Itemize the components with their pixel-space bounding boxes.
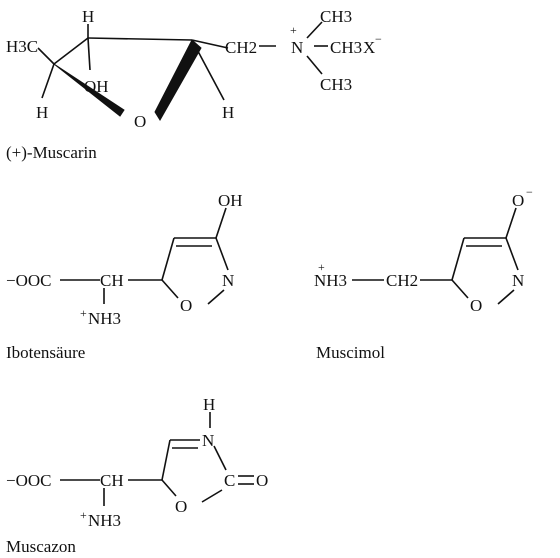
atom-label: O <box>470 296 482 315</box>
atom-label: OH <box>218 191 243 210</box>
atom-label: CH3 <box>320 7 352 26</box>
bond <box>215 237 229 271</box>
atom-label: H <box>203 395 215 414</box>
atom-label: CH2 <box>386 271 418 290</box>
atom-label: H <box>222 103 234 122</box>
atom-label: H3C <box>6 37 38 56</box>
atom-label: H <box>36 103 48 122</box>
atom-label: N <box>512 271 524 290</box>
atom-label: CH <box>100 471 124 490</box>
atom-label: −OOC <box>6 471 51 490</box>
bond <box>161 279 179 299</box>
atom-label: NH3 <box>314 271 347 290</box>
atom-label: H <box>82 7 94 26</box>
atom-label: O <box>256 471 268 490</box>
atom-label: O <box>175 497 187 516</box>
bond <box>213 445 227 471</box>
bond <box>87 37 91 71</box>
charge-label: + <box>80 508 87 522</box>
compound-name-muscimol: Muscimol <box>316 343 385 362</box>
bond <box>306 55 323 75</box>
charge-label: − <box>526 185 533 199</box>
atom-label: CH3 <box>330 38 362 57</box>
bond <box>451 237 465 281</box>
bond <box>37 47 55 65</box>
atom-label: X <box>363 38 375 57</box>
bond <box>87 37 193 41</box>
ibotensaeure-structure: −OOC CH + NH3 OH O N Ibotensäure <box>6 191 243 362</box>
bond <box>161 237 175 281</box>
atom-label: O <box>134 112 146 131</box>
atom-label: NH3 <box>88 309 121 328</box>
bond <box>505 207 517 239</box>
muscazon-structure: −OOC CH + NH3 H N O C O Muscazon <box>6 395 268 556</box>
charge-label: + <box>290 23 297 37</box>
atom-label: N <box>291 38 303 57</box>
compound-name-muscazon: Muscazon <box>6 537 76 556</box>
charge-label: + <box>80 306 87 320</box>
atom-label: CH3 <box>320 75 352 94</box>
atom-label: C <box>224 471 235 490</box>
muscimol-structure: + NH3 CH2 O − O N Muscimol <box>314 185 533 362</box>
atom-label: CH <box>100 271 124 290</box>
atom-label: −OOC <box>6 271 51 290</box>
atom-label: N <box>202 431 214 450</box>
bond <box>306 21 323 39</box>
compound-name-ibotensaeure: Ibotensäure <box>6 343 85 362</box>
atom-label: N <box>222 271 234 290</box>
bond <box>207 289 225 305</box>
wedge-bond <box>53 63 125 117</box>
bond <box>161 479 177 497</box>
bond <box>215 207 227 239</box>
compound-name-muscarin: (+)-Muscarin <box>6 143 97 162</box>
atom-label: O <box>512 191 524 210</box>
charge-label: + <box>318 260 325 274</box>
charge-label: − <box>375 32 382 46</box>
atom-label: NH3 <box>88 511 121 530</box>
bond <box>41 63 55 99</box>
bond <box>505 237 519 271</box>
muscarin-structure: H3C H OH H O H CH2 + N CH3 CH3 X − CH3 (… <box>6 7 382 162</box>
bond <box>201 489 223 503</box>
bond <box>451 279 469 299</box>
bond <box>53 37 89 65</box>
atom-label: O <box>180 296 192 315</box>
wedge-bond <box>154 39 202 121</box>
bond <box>161 439 171 481</box>
bond <box>497 289 515 305</box>
bond <box>191 39 229 49</box>
atom-label: OH <box>84 77 109 96</box>
atom-label: CH2 <box>225 38 257 57</box>
